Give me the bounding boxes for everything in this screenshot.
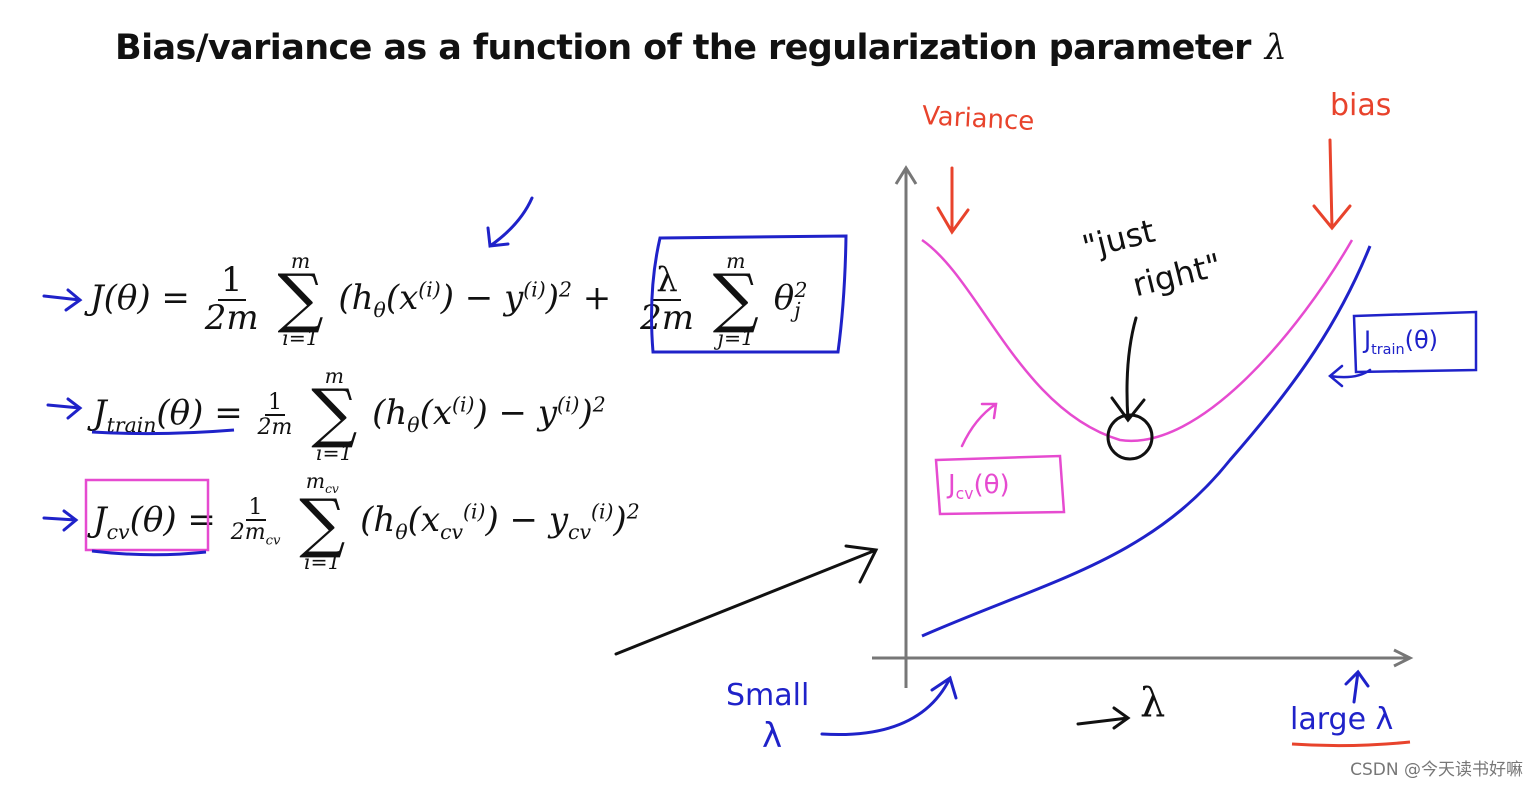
small-lambda-label-line1: Small	[726, 678, 810, 713]
regularization-theta: θj2	[773, 277, 808, 322]
jcv-label-box	[934, 454, 1066, 516]
large-lambda-arrow	[1344, 669, 1370, 704]
cost-function-term1: (hθ(x(i)) − y(i))2 +	[338, 277, 612, 322]
eq1-pointer-arrow	[42, 288, 83, 312]
large-lambda-underline	[1291, 740, 1411, 748]
eq2-pointer-arrow	[46, 397, 83, 420]
variance-label: Variance	[921, 101, 1036, 137]
y-axis	[894, 165, 918, 688]
cost-function-lhs: J(θ) =	[90, 277, 190, 318]
regularization-sum: m∑j=1	[712, 249, 759, 351]
jtrain-curve	[921, 245, 1372, 638]
jcv-curve	[921, 238, 1354, 443]
just-right-arrow	[1110, 316, 1146, 423]
axis-lambda-arrow	[1076, 706, 1131, 730]
regularization-box	[650, 234, 848, 354]
train-cost-lhs: Jtrain(θ) =	[93, 392, 243, 437]
bias-label: bias	[1330, 88, 1392, 123]
small-lambda-arrow	[820, 675, 958, 737]
x-axis-lambda-label: λ	[1140, 680, 1166, 726]
pointer-to-plot-arrow	[614, 544, 879, 656]
jcv-label: Jcv(θ)	[948, 470, 1010, 504]
jtrain-label-box	[1352, 310, 1478, 374]
variance-arrow	[936, 166, 970, 235]
cv-cost-term: (hθ(xcv(i)) − ycv(i))2	[360, 499, 640, 544]
x-axis	[872, 648, 1414, 668]
jcv-underline	[91, 549, 207, 557]
train-cost-term: (hθ(x(i)) − y(i))2	[372, 392, 606, 437]
cost-function-sum1: m∑i=1	[277, 249, 324, 351]
jcv-highlight-box	[84, 478, 210, 552]
large-lambda-label: large λ	[1290, 702, 1394, 737]
jtrain-underline	[91, 428, 235, 436]
watermark: CSDN @今天读书好嘛	[1350, 760, 1523, 780]
jtrain-label: Jtrain(θ)	[1364, 326, 1438, 358]
slide-title: Bias/variance as a function of the regul…	[115, 28, 1287, 68]
cv-cost-lhs: Jcv(θ) =	[93, 499, 216, 544]
bias-arrow	[1312, 138, 1352, 231]
slide-title-text: Bias/variance as a function of the regul…	[115, 28, 1251, 68]
cv-cost-sum: mcv∑i=1	[299, 469, 346, 575]
eq3-pointer-arrow	[42, 509, 79, 532]
optimal-point-circle	[1106, 413, 1154, 461]
jtrain-label-arrow	[1328, 364, 1372, 388]
title-lambda-symbol: λ	[1264, 28, 1287, 68]
small-lambda-label-line2: λ	[762, 716, 783, 756]
jcv-label-arrow	[960, 402, 998, 448]
train-cost-sum: m∑i=1	[311, 364, 358, 466]
regularization-pointer-arrow	[486, 196, 534, 248]
